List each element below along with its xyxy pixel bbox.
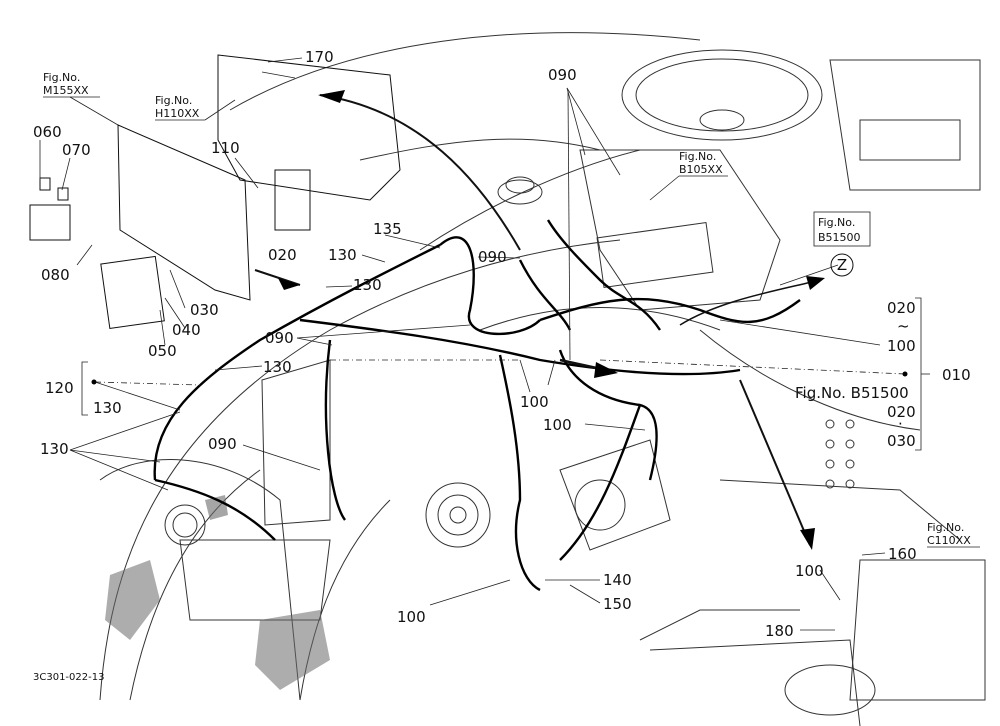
range-brackets — [81, 297, 930, 451]
center-lines — [94, 359, 906, 386]
callout-070: 070 — [62, 141, 91, 159]
callout-090-top: 090 — [548, 66, 577, 84]
callout-090-left: 090 — [265, 329, 294, 347]
bracket-panel — [29, 54, 401, 330]
reference-marker-z: Z — [830, 253, 854, 277]
callout-100-c: 100 — [397, 608, 426, 626]
fig-ref-h110-code: H110XX — [155, 107, 200, 120]
range-100: 100 — [887, 337, 916, 355]
range-group: 020 ~ 100 020 · 030 — [887, 299, 916, 450]
fig-ref-b515-box-code: B51500 — [818, 231, 861, 244]
callout-010: 010 — [942, 366, 971, 384]
callout-170: 170 — [305, 48, 334, 66]
range-030: 030 — [887, 432, 916, 450]
callout-160: 160 — [888, 545, 917, 563]
fig-ref-b515-box-label: Fig.No. — [818, 216, 855, 229]
callout-130-d: 130 — [93, 399, 122, 417]
part-callouts: 170 090 060 070 110 020 135 130 130 090 … — [33, 48, 971, 640]
drawing-code: 3C301-022-13 — [33, 672, 104, 683]
callout-130-b: 130 — [353, 276, 382, 294]
callout-140: 140 — [603, 571, 632, 589]
callout-030: 030 — [190, 301, 219, 319]
floor-holes — [825, 419, 855, 489]
callout-020: 020 — [268, 246, 297, 264]
callout-100-b: 100 — [543, 416, 572, 434]
callout-120: 120 — [45, 379, 74, 397]
fig-ref-b105-label: Fig.No. — [679, 150, 716, 163]
figure-references: Fig.No. M155XX Fig.No. H110XX Fig.No. B1… — [43, 71, 980, 548]
range-tilde: ~ — [897, 317, 910, 335]
callout-100-d: 100 — [795, 562, 824, 580]
callout-150: 150 — [603, 595, 632, 613]
callout-130-e: 130 — [40, 440, 69, 458]
callout-090-mid: 090 — [478, 248, 507, 266]
callout-130-a: 130 — [328, 246, 357, 264]
fig-ref-c110-label: Fig.No. — [927, 521, 964, 534]
callout-040: 040 — [172, 321, 201, 339]
marker-z-label: Z — [837, 256, 847, 274]
callout-100-a: 100 — [520, 393, 549, 411]
callout-135: 135 — [373, 220, 402, 238]
wiring-harness — [153, 219, 801, 592]
range-dot: · — [898, 415, 903, 433]
range-020-b: 020 — [887, 403, 916, 421]
callout-060: 060 — [33, 123, 62, 141]
direction-arrows — [254, 90, 825, 550]
range-020: 020 — [887, 299, 916, 317]
fig-ref-m155-label: Fig.No. — [43, 71, 80, 84]
callout-090-low: 090 — [208, 435, 237, 453]
fig-ref-c110-code: C110XX — [927, 534, 971, 547]
callout-050: 050 — [148, 342, 177, 360]
fig-ref-m155-code: M155XX — [43, 84, 89, 97]
callout-110: 110 — [211, 139, 240, 157]
fig-ref-h110-label: Fig.No. — [155, 94, 192, 107]
callout-080: 080 — [41, 266, 70, 284]
tractor-outline — [99, 32, 986, 726]
fig-ref-b515-right: Fig.No. B51500 — [795, 384, 909, 402]
callout-180: 180 — [765, 622, 794, 640]
fig-ref-b105-code: B105XX — [679, 163, 723, 176]
callout-130-c: 130 — [263, 358, 292, 376]
leader-lines — [39, 57, 886, 631]
